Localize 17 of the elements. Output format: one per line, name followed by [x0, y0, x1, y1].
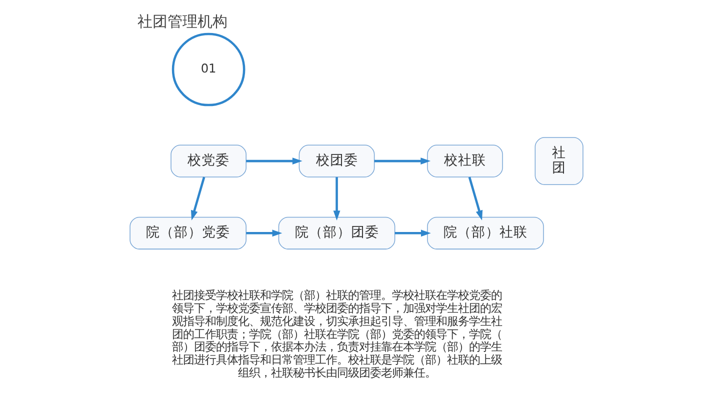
- arrow: [246, 158, 302, 165]
- node-box: 院（部）社联: [427, 216, 544, 250]
- node-box: 院（部）团委: [278, 216, 396, 250]
- arrow: [394, 230, 431, 237]
- arrow: [333, 177, 340, 221]
- label: 社团接受学校社联和学院（部）社联的管理。学校社联在学校党委的领导下，学校党委宣传部、学校团委的指导下，加强对学生社团的宏观指导和制度化、规范化建设，切实承担起引导、管理和服务学生社团的工作职责；学院（部）社联在学院（部）党委的领导下，学院（部）团委的指导下，依据本办法，负责对挂靠在本学院（部）的学生社团进行具体指导和日常管理工作。校社联是学院（部）社联的上级组织，社联秘书长由同级团委老师兼任。: [172, 288, 502, 380]
- node-box: 社团: [534, 137, 584, 185]
- node-box: 校社联: [427, 144, 503, 178]
- arrow: [190, 176, 206, 220]
- node-box: 校党委: [170, 144, 246, 178]
- diagram-title: 社团管理机构: [137, 12, 228, 31]
- node-box: 校团委: [298, 144, 375, 178]
- arrow: [468, 176, 483, 220]
- label: 01: [200, 61, 216, 76]
- node-box: 院（部）党委: [130, 216, 246, 250]
- arrow: [246, 230, 282, 237]
- arrow: [374, 158, 431, 165]
